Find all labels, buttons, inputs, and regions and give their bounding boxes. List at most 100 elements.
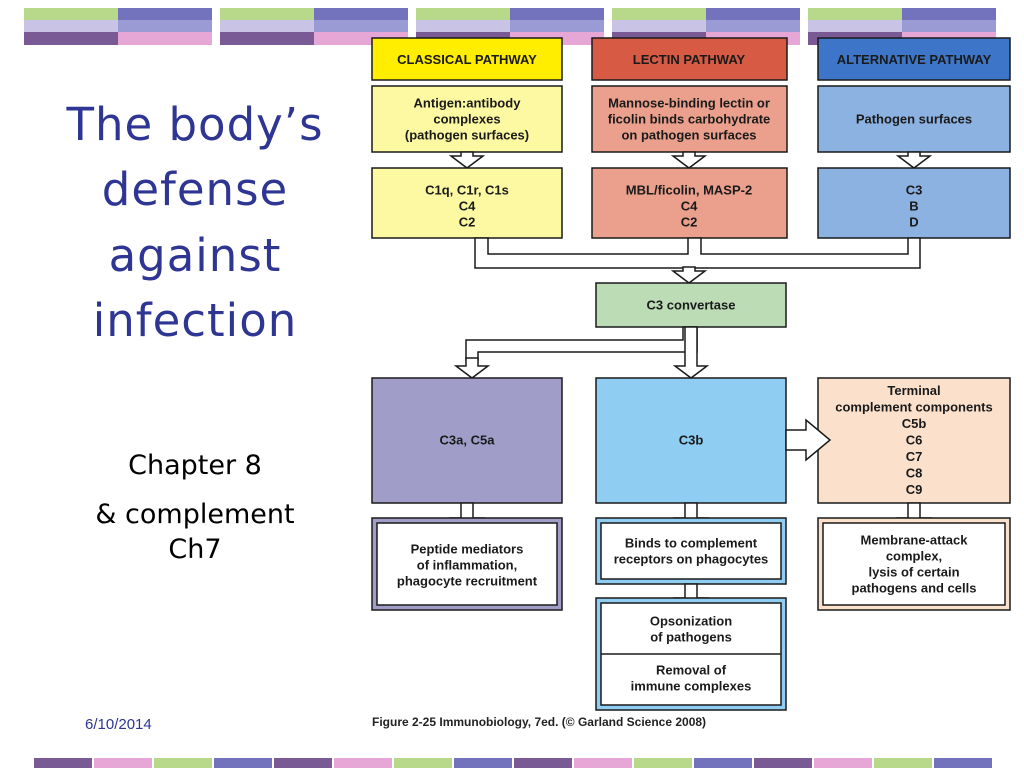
decorative-block — [416, 8, 510, 21]
alternative-components-text: C3 — [906, 183, 923, 198]
title-line-3: against — [108, 228, 282, 282]
inflammation-outcome-box-inner — [376, 522, 558, 606]
inflammation-outcome-text: of inflammation, — [417, 558, 517, 573]
mac-outcome-text: complex, — [886, 549, 942, 564]
lectin-arrow-1 — [670, 151, 708, 169]
alternative-arrow-1 — [895, 151, 933, 169]
terminal-components-text: C5b — [902, 416, 927, 431]
decorative-block — [808, 8, 902, 21]
c3a-c5a-box — [371, 377, 563, 504]
classical-trigger-text: (pathogen surfaces) — [405, 128, 529, 143]
lectin-components-text: MBL/ficolin, MASP-2 — [626, 183, 752, 198]
lectin-components-box — [591, 167, 788, 239]
lectin-trigger-text: Mannose-binding lectin or — [608, 96, 770, 111]
classical-trigger-box — [371, 85, 563, 153]
inflammation-outcome-text: phagocyte recruitment — [397, 574, 538, 589]
decorative-block — [118, 8, 212, 21]
split-channel-left — [465, 326, 698, 361]
classical-pathway-header — [371, 37, 563, 81]
c3-convertase-box — [595, 282, 787, 328]
decorative-block — [314, 8, 408, 21]
c3b-label: C3b — [679, 433, 704, 448]
decorative-block — [118, 32, 212, 45]
title-line-4: infection — [92, 293, 298, 347]
opsonization-text: Opsonization — [650, 614, 732, 629]
decorative-block — [454, 758, 512, 768]
decorative-block — [574, 758, 632, 768]
terminal-components-text: C8 — [906, 466, 923, 481]
classical-arrow-1 — [448, 151, 486, 169]
terminal-components-text: C9 — [906, 482, 923, 497]
decorative-block — [510, 8, 604, 21]
decorative-block — [934, 758, 992, 768]
classical-trigger-text: Antigen:antibody — [414, 96, 522, 111]
decorative-block — [214, 758, 272, 768]
classical-trigger-text: complexes — [433, 112, 500, 127]
decorative-block — [314, 20, 408, 33]
alternative-components-box — [817, 167, 1011, 239]
alternative-pathway-header — [817, 37, 1011, 81]
binds-receptors-text: receptors on phagocytes — [614, 552, 769, 567]
decorative-block — [814, 758, 872, 768]
alternative-pathway-title: ALTERNATIVE PATHWAY — [837, 52, 992, 67]
figure-caption: Figure 2-25 Immunobiology, 7ed. (© Garla… — [372, 715, 707, 729]
terminal-components-text: complement components — [835, 400, 992, 415]
decorative-block — [808, 20, 902, 33]
decorative-block — [754, 758, 812, 768]
merge-channel — [474, 237, 921, 269]
subtitle-line-1: Chapter 8 — [128, 450, 262, 481]
binds-receptors-text: Binds to complement — [625, 536, 758, 551]
decorative-block — [334, 758, 392, 768]
decorative-block — [612, 20, 706, 33]
decorative-block — [612, 8, 706, 21]
arrow-to-terminal — [785, 418, 832, 462]
title-line-2: defense — [101, 163, 289, 217]
removal-text: immune complexes — [631, 679, 752, 694]
inflammation-outcome-text: Peptide mediators — [411, 542, 524, 557]
slide-title: The body’s defense against infection — [30, 92, 360, 353]
decorative-block — [514, 758, 572, 768]
slide-date: 6/10/2014 — [85, 716, 152, 733]
terminal-components-text: C7 — [906, 449, 923, 464]
classical-components-text: C2 — [459, 215, 476, 230]
lectin-pathway-header — [591, 37, 788, 81]
mac-outcome-text: Membrane-attack — [861, 533, 969, 548]
arrow-to-c3a — [453, 357, 491, 379]
terminal-components-text: C6 — [906, 433, 923, 448]
decorative-block — [694, 758, 752, 768]
mac-outcome-text: pathogens and cells — [852, 581, 977, 596]
lectin-components-text: C4 — [681, 199, 698, 214]
decorative-block — [902, 20, 996, 33]
mac-outcome-box-inner — [822, 522, 1006, 606]
classical-components-box — [371, 167, 563, 239]
classical-pathway-title: CLASSICAL PATHWAY — [397, 52, 537, 67]
decorative-block — [902, 8, 996, 21]
slide-subtitle: Chapter 8 & complement Ch7 — [40, 448, 350, 567]
decorative-block — [24, 8, 118, 21]
decorative-block — [118, 20, 212, 33]
decorative-block — [94, 758, 152, 768]
alternative-trigger-box — [817, 85, 1011, 153]
decorative-block — [874, 758, 932, 768]
decorative-block — [220, 8, 314, 21]
lectin-trigger-box — [591, 85, 788, 153]
arrow-to-c3b — [672, 326, 710, 379]
decorative-block — [220, 32, 314, 45]
decorative-block — [706, 20, 800, 33]
alternative-components-text: B — [909, 199, 918, 214]
terminal-components-text: Terminal — [887, 383, 940, 398]
removal-text: Removal of — [656, 663, 727, 678]
subtitle-line-3: Ch7 — [168, 534, 222, 566]
arrow-to-convertase — [670, 266, 708, 284]
decorative-block — [274, 758, 332, 768]
decorative-block — [24, 20, 118, 33]
classical-components-text: C1q, C1r, C1s — [425, 183, 509, 198]
terminal-components-box — [817, 377, 1011, 504]
c3-convertase-label: C3 convertase — [647, 298, 736, 313]
decorative-block — [634, 758, 692, 768]
decorative-block — [706, 8, 800, 21]
decorative-block — [394, 758, 452, 768]
lectin-trigger-text: ficolin binds carbohydrate — [608, 112, 771, 127]
c3a-c5a-label: C3a, C5a — [440, 433, 496, 448]
